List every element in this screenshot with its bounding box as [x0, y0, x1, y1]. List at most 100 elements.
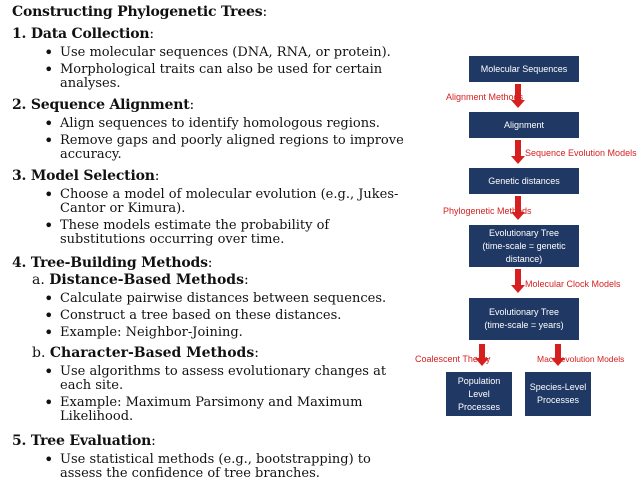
node-label-line2: (time-scale = years) [484, 320, 564, 330]
list-item: • Construct a tree based on these distanc… [12, 306, 417, 325]
bullet-icon: • [44, 393, 54, 412]
node-genetic-distances: Genetic distances [469, 168, 579, 194]
node-label-line2: Processes [457, 401, 501, 412]
label-alignment-methods: Alignment Methods [446, 92, 524, 102]
list-item-text: Use molecular sequences (DNA, RNA, or pr… [60, 45, 391, 60]
subsection-b-prefix: b. [32, 345, 50, 361]
label-sequence-evolution-models: Sequence Evolution Models [525, 148, 637, 158]
list-item: • Use statistical methods (e.g., bootstra… [12, 450, 417, 481]
subsection-b-title: Character-Based Methods [49, 345, 255, 361]
section-5-heading: 5. Tree Evaluation: [12, 433, 417, 450]
bullet-icon: • [44, 131, 54, 150]
bullet-icon: • [44, 450, 54, 469]
arrow-down-icon [511, 84, 525, 108]
node-evolutionary-tree-genetic: Evolutionary Tree (time-scale = genetic d… [469, 225, 579, 267]
arrow-down-icon [511, 269, 525, 293]
list-item-text: Choose a model of molecular evolution (e… [60, 187, 399, 216]
bullet-icon: • [44, 323, 54, 342]
node-label: Genetic distances [488, 175, 560, 186]
node-label-line1: Evolutionary Tree [488, 227, 560, 238]
node-label-line1: Species-Level [529, 382, 587, 392]
subsection-a-prefix: a. [32, 272, 50, 288]
subsection-b-colon: : [254, 345, 259, 361]
section-2-list: • Align sequences to identify homologous … [12, 114, 417, 162]
list-item-text: These models estimate the probability of… [60, 218, 330, 247]
list-item: • Remove gaps and poorly aligned regions … [12, 131, 417, 162]
node-label: Molecular Sequences [480, 63, 568, 74]
subsection-a-title: Distance-Based Methods [49, 272, 244, 288]
subsection-a-heading: a. Distance-Based Methods: [32, 272, 417, 289]
bullet-icon: • [44, 362, 54, 381]
list-item-text: Remove gaps and poorly aligned regions t… [60, 133, 404, 162]
list-item-text: Calculate pairwise distances between seq… [60, 291, 387, 306]
section-1-title: 1. Data Collection [12, 26, 150, 42]
list-item-text: Construct a tree based on these distance… [60, 308, 342, 323]
section-2-colon: : [189, 97, 195, 113]
arrow-down-icon [551, 344, 565, 366]
list-item: • Choose a model of molecular evolution (… [12, 185, 417, 216]
label-coalescent-theory: Coalescent Theory [415, 354, 491, 364]
list-item: • Use algorithms to assess evolutionary c… [12, 362, 417, 393]
section-3-colon: : [154, 168, 160, 184]
page-title: Constructing Phylogenetic Trees: [12, 4, 417, 20]
bullet-icon: • [44, 60, 54, 79]
bullet-icon: • [44, 289, 54, 308]
bullet-icon: • [44, 216, 54, 235]
list-item: • Calculate pairwise distances between se… [12, 289, 417, 308]
node-label: Alignment [503, 119, 545, 130]
subsection-b-heading: b. Character-Based Methods: [32, 345, 417, 362]
list-item: • Align sequences to identify homologous … [12, 114, 417, 133]
node-alignment: Alignment [469, 112, 579, 138]
node-label-line1: Population Level [457, 375, 501, 399]
section-3-list: • Choose a model of molecular evolution (… [12, 185, 417, 247]
list-item: • Example: Maximum Parsimony and Maximum … [12, 393, 417, 424]
bullet-icon: • [44, 185, 54, 204]
title-text: Constructing Phylogenetic Trees [12, 4, 263, 20]
section-4-heading: 4. Tree-Building Methods: [12, 255, 417, 272]
section-5-list: • Use statistical methods (e.g., bootstra… [12, 450, 417, 481]
list-item-text: Use algorithms to assess evolutionary ch… [60, 364, 387, 393]
label-macroevolution-models: Macroevolution Models [537, 354, 625, 364]
section-4-title: 4. Tree-Building Methods [12, 255, 208, 271]
node-molecular-sequences: Molecular Sequences [469, 56, 579, 82]
list-item: • Use molecular sequences (DNA, RNA, or p… [12, 43, 417, 62]
list-item: • Morphological traits can also be used f… [12, 60, 417, 91]
subsection-a-colon: : [243, 272, 249, 288]
title-colon: : [262, 4, 267, 20]
section-5-title: 5. Tree Evaluation [12, 433, 152, 449]
node-evolutionary-tree-years: Evolutionary Tree (time-scale = years) [469, 298, 579, 340]
section-3-title: 3. Model Selection [12, 168, 155, 184]
arrow-down-icon [511, 140, 525, 164]
section-3-heading: 3. Model Selection: [12, 168, 417, 185]
bullet-icon: • [44, 306, 54, 325]
node-label-line2: Processes [536, 395, 580, 405]
arrow-down-icon [475, 344, 489, 366]
subsection-a-list: • Calculate pairwise distances between se… [12, 289, 417, 342]
label-molecular-clock-models: Molecular Clock Models [525, 279, 621, 289]
list-item-text: Example: Maximum Parsimony and Maximum L… [60, 395, 363, 424]
node-label-line1: Evolutionary Tree [488, 307, 560, 317]
phylogeny-flowchart: Molecular Sequences Alignment Genetic di… [415, 50, 638, 480]
bullet-icon: • [44, 114, 54, 133]
bullet-icon: • [44, 43, 54, 62]
list-item-text: Example: Neighbor-Joining. [60, 325, 243, 340]
section-5-colon: : [151, 433, 156, 449]
list-item-text: Align sequences to identify homologous r… [60, 116, 380, 131]
section-2-title: 2. Sequence Alignment [12, 97, 190, 113]
text-panel: Constructing Phylogenetic Trees: 1. Data… [12, 4, 417, 481]
list-item: • These models estimate the probability o… [12, 216, 417, 247]
node-label-line2: (time-scale = genetic distance) [482, 240, 566, 264]
section-2-heading: 2. Sequence Alignment: [12, 97, 417, 114]
subsection-b-list: • Use algorithms to assess evolutionary c… [12, 362, 417, 424]
list-item-text: Use statistical methods (e.g., bootstrap… [60, 452, 371, 481]
section-1-colon: : [149, 26, 154, 42]
list-item: • Example: Neighbor-Joining. [12, 323, 417, 342]
section-1-list: • Use molecular sequences (DNA, RNA, or p… [12, 43, 417, 91]
section-4-colon: : [207, 255, 213, 271]
arrow-down-icon [511, 196, 525, 220]
list-item-text: Morphological traits can also be used fo… [60, 62, 383, 91]
section-1-heading: 1. Data Collection: [12, 26, 417, 43]
label-phylogenetic-methods: Phylogenetic Methods [443, 206, 532, 216]
